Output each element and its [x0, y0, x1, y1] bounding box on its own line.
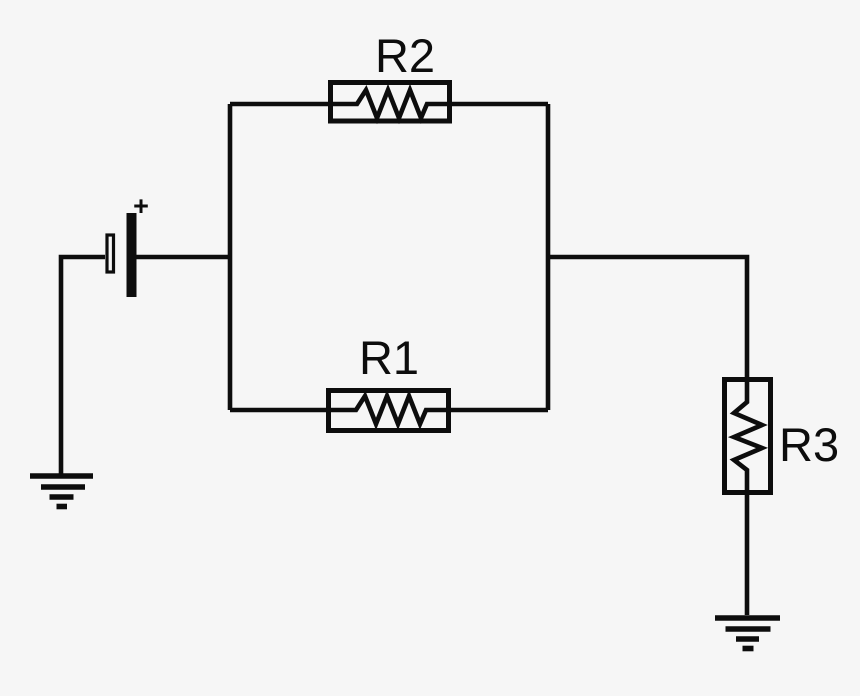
ground-right-symbol	[715, 615, 780, 652]
wire-output-r3-element	[548, 254, 769, 615]
resistor-r2-label: R2	[375, 29, 435, 82]
resistor-r3-label: R3	[779, 418, 839, 471]
ground-left-symbol	[30, 473, 93, 510]
resistor-r1-label: R1	[359, 331, 419, 384]
battery-positive-plate	[126, 213, 137, 297]
resistor-r3-box	[722, 377, 773, 495]
wire-bottom-branch-r1-element	[230, 389, 548, 431]
label-group: R2 R1 R3	[359, 29, 839, 471]
battery-negative-plate	[105, 233, 116, 274]
battery-polarity-label: +	[133, 191, 149, 221]
circuit-root: + R2	[30, 29, 839, 652]
resistor-r2-box	[328, 80, 452, 124]
battery-symbol: +	[105, 191, 149, 297]
resistor-boxes	[326, 80, 773, 495]
resistor-r1-box	[326, 388, 451, 433]
wire-top-branch-r2-element	[230, 83, 548, 125]
wire-group	[58, 83, 769, 615]
wire-ground-to-battery	[58, 254, 105, 478]
